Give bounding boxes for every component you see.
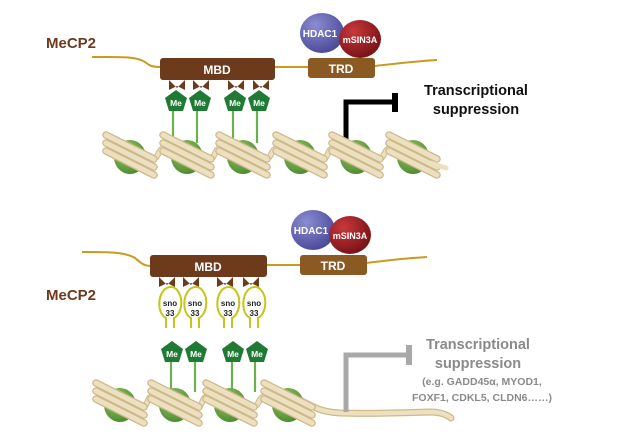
mbd-claws [159, 277, 259, 287]
linker-right [366, 257, 427, 263]
panel-top: MeCP2 MBD TRD HDAC1 mSIN3A Me Me [46, 13, 528, 175]
nucleosome [206, 383, 254, 423]
protein-label: MeCP2 [46, 287, 96, 304]
trd-label: TRD [321, 259, 346, 273]
svg-text:Me: Me [253, 98, 265, 108]
svg-text:Me: Me [251, 349, 263, 359]
sno33: sno 33 [217, 287, 239, 328]
svg-text:sno: sno [188, 299, 202, 308]
protein-label: MeCP2 [46, 35, 96, 52]
mbd-label: MBD [203, 63, 231, 77]
svg-text:Me: Me [194, 98, 206, 108]
suppression-arrow-inactive [346, 355, 408, 412]
nucleosome [332, 135, 380, 175]
target-genes-line1: (e.g. GADD45α, MYOD1, [422, 376, 542, 388]
nucleosome [276, 135, 324, 175]
me-mark: Me [248, 90, 270, 111]
nucleosome [389, 135, 437, 175]
hdac1-label: HDAC1 [294, 226, 329, 237]
nucleosome [163, 135, 211, 175]
chromatin [96, 383, 312, 423]
suppression-bar [392, 93, 398, 112]
me-marks: Me Me Me Me [161, 341, 268, 362]
nucleosome [264, 383, 312, 423]
trd-label: TRD [329, 62, 354, 76]
me-mark: Me [165, 90, 187, 111]
msin3a-label: mSIN3A [343, 35, 378, 45]
me-mark: Me [222, 341, 244, 362]
suppression-title: Transcriptional [424, 83, 528, 99]
nucleosome [219, 135, 267, 175]
suppression-title: Transcriptional [426, 337, 530, 353]
sno-rnas: sno 33 sno 33 sno 33 sno 33 [159, 287, 265, 328]
msin3a-label: mSIN3A [333, 231, 368, 241]
sno33: sno 33 [184, 287, 206, 328]
me-mark: Me [185, 341, 207, 362]
svg-text:Me: Me [229, 98, 241, 108]
svg-text:sno: sno [247, 299, 261, 308]
suppression-sub: suppression [433, 102, 519, 118]
svg-text:sno: sno [163, 299, 177, 308]
svg-text:33: 33 [250, 309, 259, 318]
me-mark: Me [161, 341, 183, 362]
nucleosome [96, 383, 144, 423]
panel-bottom: MeCP2 MBD TRD HDAC1 mSIN3A sno 33 [46, 210, 552, 423]
suppression-sub: suppression [435, 356, 521, 372]
mbd-claws [169, 80, 269, 90]
svg-text:Me: Me [190, 349, 202, 359]
svg-text:sno: sno [221, 299, 235, 308]
linker-right [375, 60, 437, 66]
svg-text:Me: Me [170, 98, 182, 108]
chromatin [106, 135, 446, 175]
linker-left [82, 252, 152, 266]
svg-text:Me: Me [166, 349, 178, 359]
suppression-bar-inactive [406, 345, 412, 365]
me-marks: Me Me Me Me [165, 90, 270, 111]
me-mark: Me [224, 90, 246, 111]
me-mark: Me [246, 341, 268, 362]
sno33: sno 33 [159, 287, 181, 328]
sno33: sno 33 [243, 287, 265, 328]
svg-text:33: 33 [166, 309, 175, 318]
nucleosome [106, 135, 154, 175]
target-genes-line2: FOXF1, CDKL5, CLDN6……) [412, 392, 552, 404]
svg-text:Me: Me [227, 349, 239, 359]
me-stalks [173, 110, 257, 143]
nucleosome [151, 383, 199, 423]
linker-left [92, 57, 162, 67]
svg-text:33: 33 [191, 309, 200, 318]
mbd-label: MBD [194, 260, 222, 274]
hdac1-label: HDAC1 [303, 29, 338, 40]
svg-text:33: 33 [224, 309, 233, 318]
me-mark: Me [189, 90, 211, 111]
